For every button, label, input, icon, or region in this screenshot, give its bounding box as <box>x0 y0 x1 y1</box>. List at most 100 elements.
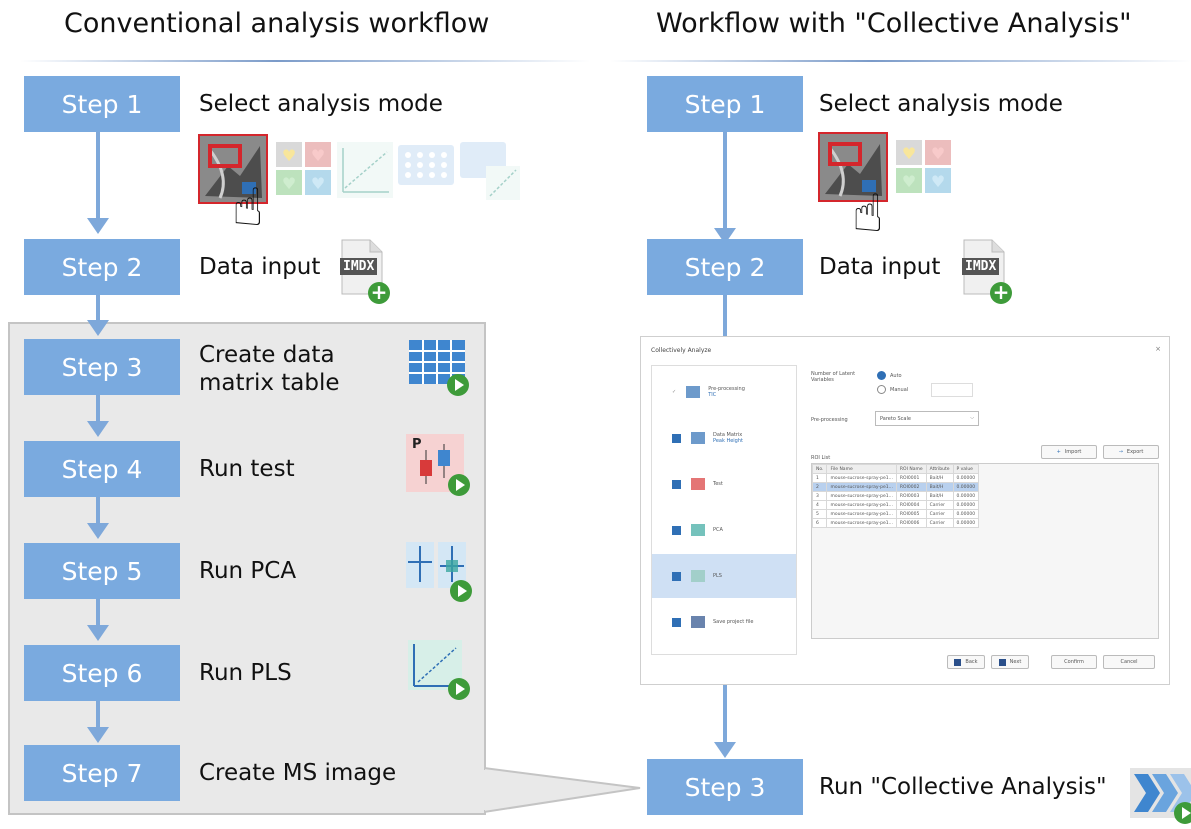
connector-line <box>723 684 727 746</box>
pls-icon <box>408 640 472 702</box>
add-icon: + <box>990 282 1012 304</box>
test-icon: P <box>406 434 472 498</box>
connector-line <box>723 128 727 232</box>
close-icon[interactable]: × <box>1155 345 1161 353</box>
svg-text:♥: ♥ <box>931 144 945 163</box>
confirm-button[interactable]: Confirm <box>1051 655 1097 669</box>
right-step-2-text: Data input <box>819 254 941 280</box>
sidebar-item-pls[interactable]: PLS <box>652 554 796 598</box>
svg-text:♥: ♥ <box>311 174 325 193</box>
import-button[interactable]: +Import <box>1041 445 1097 459</box>
sidebar-item-pca[interactable]: PCA <box>652 508 796 552</box>
right-column-title: Workflow with "Collective Analysis" <box>656 8 1132 39</box>
left-step-1-text: Select analysis mode <box>199 91 443 117</box>
sidebar-item-test[interactable]: Test <box>652 462 796 506</box>
right-title-rule <box>610 60 1191 62</box>
left-step-3-text: Create data matrix table <box>199 342 340 396</box>
left-step-5: Step 5 <box>24 543 180 599</box>
right-step-3-text: Run "Collective Analysis" <box>819 774 1107 800</box>
back-button[interactable]: Back <box>947 655 985 669</box>
left-step-7: Step 7 <box>24 745 180 801</box>
svg-text:P: P <box>412 437 422 452</box>
right-step-1: Step 1 <box>647 76 803 132</box>
svg-text:♥: ♥ <box>282 174 296 193</box>
arrow-head <box>87 218 109 234</box>
left-step-2-text: Data input <box>199 254 321 280</box>
arrow-head <box>87 727 109 743</box>
left-column-title: Conventional analysis workflow <box>64 8 490 39</box>
left-step-1: Step 1 <box>24 76 180 132</box>
run-icon <box>448 678 470 700</box>
right-step-2: Step 2 <box>647 239 803 295</box>
roi-list-label: ROI List <box>811 455 831 461</box>
run-icon <box>448 474 470 496</box>
preprocessing-label: Pre-processing <box>811 417 848 423</box>
next-button[interactable]: Next <box>991 655 1029 669</box>
callout-pointer <box>484 766 641 814</box>
pca-icon <box>406 542 472 604</box>
svg-text:♥: ♥ <box>931 172 945 191</box>
collective-analysis-icon <box>1130 768 1191 826</box>
connector-line <box>96 497 100 527</box>
well-plate-mode-icon <box>398 145 454 189</box>
regression-mode-icon <box>337 142 393 202</box>
left-step-6: Step 6 <box>24 645 180 701</box>
latent-variables-label: Number of Latent Variables <box>811 371 856 383</box>
pointer-hand-icon: ☝ <box>852 184 884 244</box>
arrow-head <box>87 625 109 641</box>
preprocessing-select[interactable]: Pareto Scale⌵ <box>875 411 979 426</box>
imdx-file-icon: IMDX + <box>962 238 1012 304</box>
export-button[interactable]: →Export <box>1103 445 1159 459</box>
right-step-3: Step 3 <box>647 759 803 815</box>
svg-text:♥: ♥ <box>902 144 916 163</box>
run-icon <box>450 580 472 602</box>
dialog-title: Collectively Analyze <box>651 347 712 354</box>
add-icon: + <box>368 282 390 304</box>
heart-roi-mode-icon: ♥ ♥ ♥ ♥ <box>276 142 332 200</box>
arrow-head <box>87 320 109 336</box>
pointer-hand-icon: ☝ <box>232 178 264 238</box>
left-step-6-text: Run PLS <box>199 660 292 686</box>
connector-line <box>723 295 727 337</box>
left-step-4-text: Run test <box>199 456 295 482</box>
ms-image-mode-icon[interactable] <box>818 132 888 202</box>
connector-line <box>96 395 100 425</box>
left-step-7-text: Create MS image <box>199 760 397 786</box>
imdx-file-icon: IMDX + <box>340 238 390 304</box>
left-step-3: Step 3 <box>24 339 180 395</box>
connector-line <box>96 701 100 731</box>
data-matrix-icon <box>409 340 471 396</box>
connector-line <box>96 295 100 325</box>
manual-count-input[interactable] <box>931 383 973 397</box>
arrow-head <box>714 742 736 758</box>
right-step-1-text: Select analysis mode <box>819 91 1063 117</box>
run-icon <box>1174 802 1191 824</box>
left-step-5-text: Run PCA <box>199 558 297 584</box>
sidebar-item-save-project[interactable]: Save project file <box>652 600 796 644</box>
connector-line <box>96 128 100 222</box>
left-title-rule <box>20 60 590 62</box>
heart-roi-mode-icon: ♥ ♥ ♥ ♥ <box>896 140 952 198</box>
svg-text:♥: ♥ <box>282 146 296 165</box>
svg-text:♥: ♥ <box>311 146 325 165</box>
run-icon <box>447 374 469 396</box>
cancel-button[interactable]: Cancel <box>1103 655 1155 669</box>
connector-line <box>96 599 100 629</box>
arrow-head <box>87 523 109 539</box>
radio-auto[interactable]: Auto <box>877 371 902 380</box>
ms-image-mode-icon[interactable] <box>198 134 268 204</box>
radio-manual[interactable]: Manual <box>877 385 908 394</box>
